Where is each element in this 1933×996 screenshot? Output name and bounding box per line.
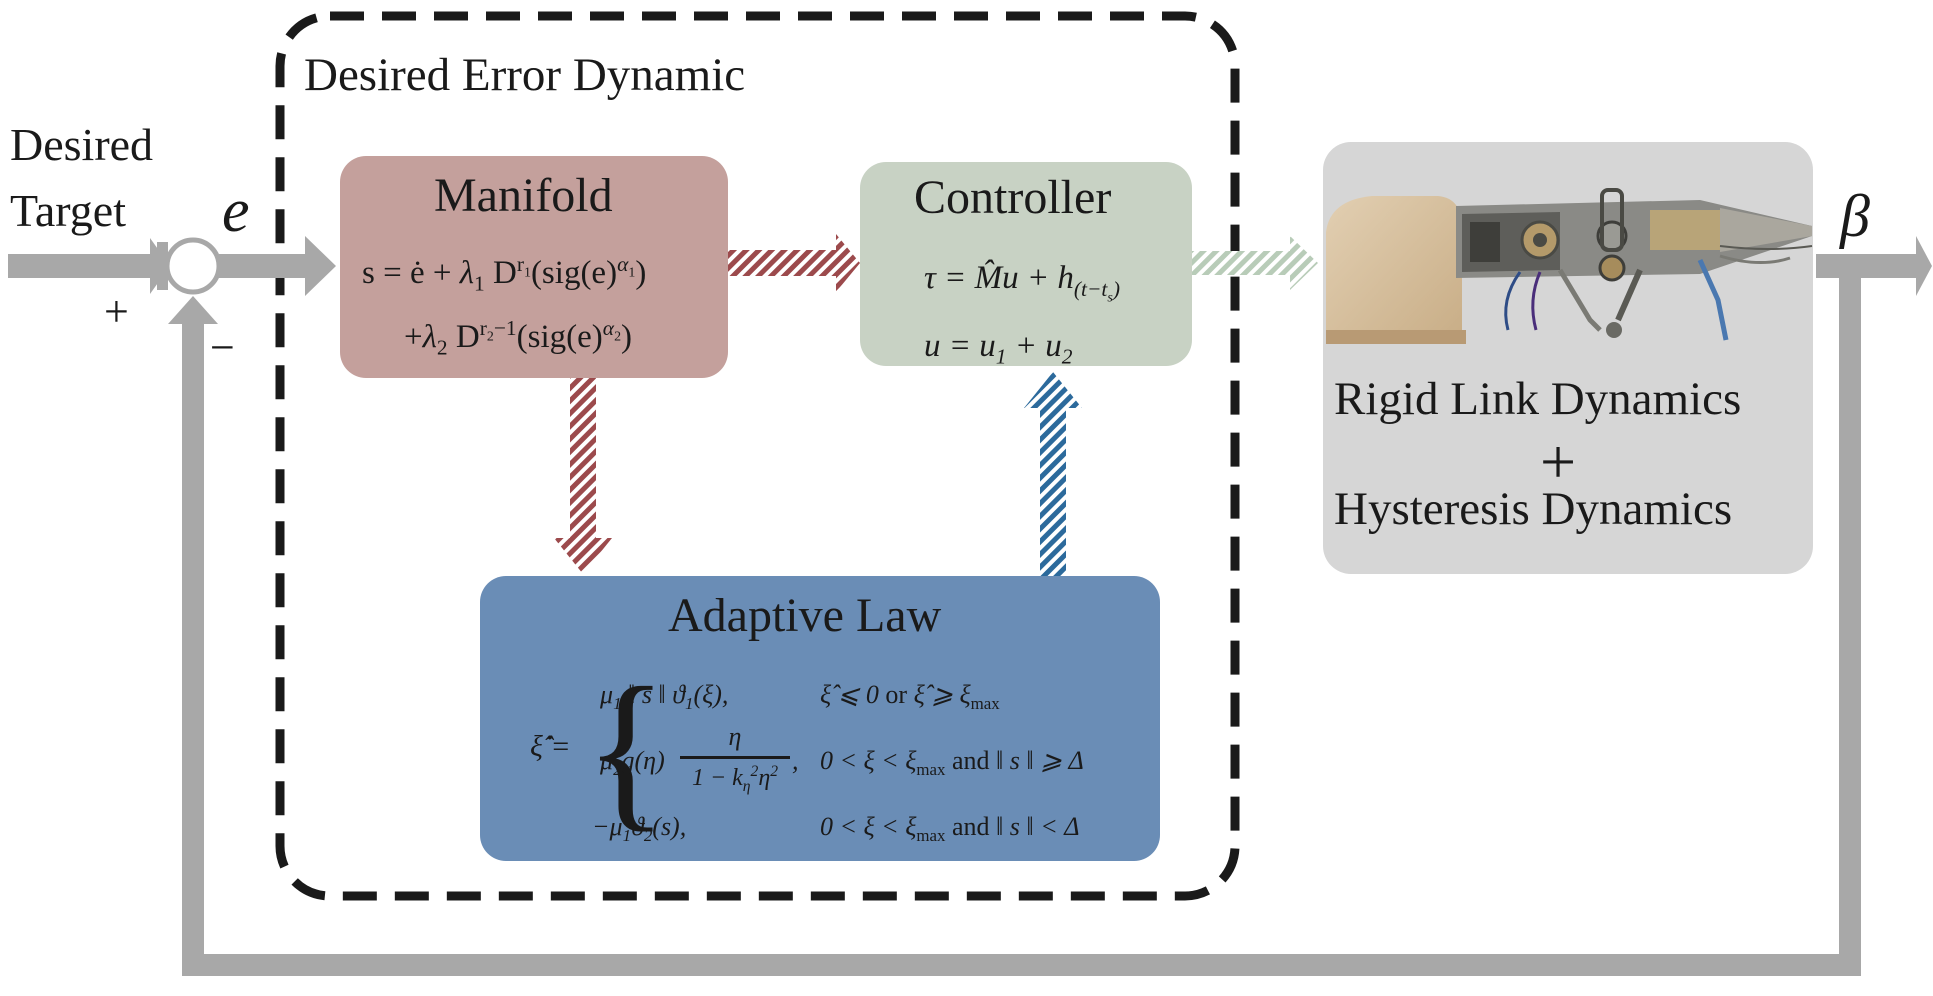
input-line <box>8 254 160 278</box>
robot-arm-image <box>1326 188 1813 344</box>
manifold-block <box>340 156 728 378</box>
output-arrowhead <box>1916 236 1932 296</box>
controller-equation-line1: τ = M̂u + h(t−ts) <box>924 260 1120 305</box>
controller-to-plant-arrow <box>1192 236 1318 290</box>
summing-junction <box>164 237 222 295</box>
adaptive-law-equation: ξ̂̇ = { μ1 ‖ s ‖ ϑ1(ξ), ξ̂ ⩽ 0 or ξ̂ ⩾ ξ… <box>530 652 1084 847</box>
controller-block <box>860 162 1192 366</box>
adaptive-to-controller-arrow <box>1024 372 1082 576</box>
plant-label-line2: Hysteresis Dynamics <box>1334 483 1733 535</box>
error-arrowhead <box>305 236 336 296</box>
desired-target-label-line2: Target <box>10 185 126 236</box>
output-label: β <box>1840 183 1870 249</box>
minus-sign: − <box>210 323 235 372</box>
plus-sign: + <box>104 287 129 336</box>
feedback-arrowhead <box>168 296 218 324</box>
desired-target-label-line1: Desired <box>10 119 154 170</box>
adaptive-law-block <box>480 576 1160 861</box>
controller-title: Controller <box>914 171 1112 224</box>
group-title: Desired Error Dynamic <box>304 49 746 101</box>
output-line <box>1816 254 1924 278</box>
manifold-equation-line2: +λ2 Dr2−1(sig(e)α2) <box>404 316 633 360</box>
manifold-equation-line1: s = ė + λ1 Dr1(sig(e)α1) <box>362 252 647 296</box>
desired-error-dynamic-group <box>275 11 1240 901</box>
manifold-to-controller-arrow <box>728 234 860 292</box>
manifold-title: Manifold <box>434 169 613 222</box>
manifold-to-adaptive-arrow <box>554 378 612 574</box>
error-label: e <box>222 177 250 245</box>
plant-plus-sign: + <box>1540 426 1577 497</box>
plant-label-line1: Rigid Link Dynamics <box>1334 373 1742 425</box>
adaptive-law-title: Adaptive Law <box>668 589 942 642</box>
controller-equation-line2: u = u1 + u2 <box>924 328 1073 369</box>
feedback-path <box>182 265 1861 976</box>
error-line <box>219 254 311 278</box>
